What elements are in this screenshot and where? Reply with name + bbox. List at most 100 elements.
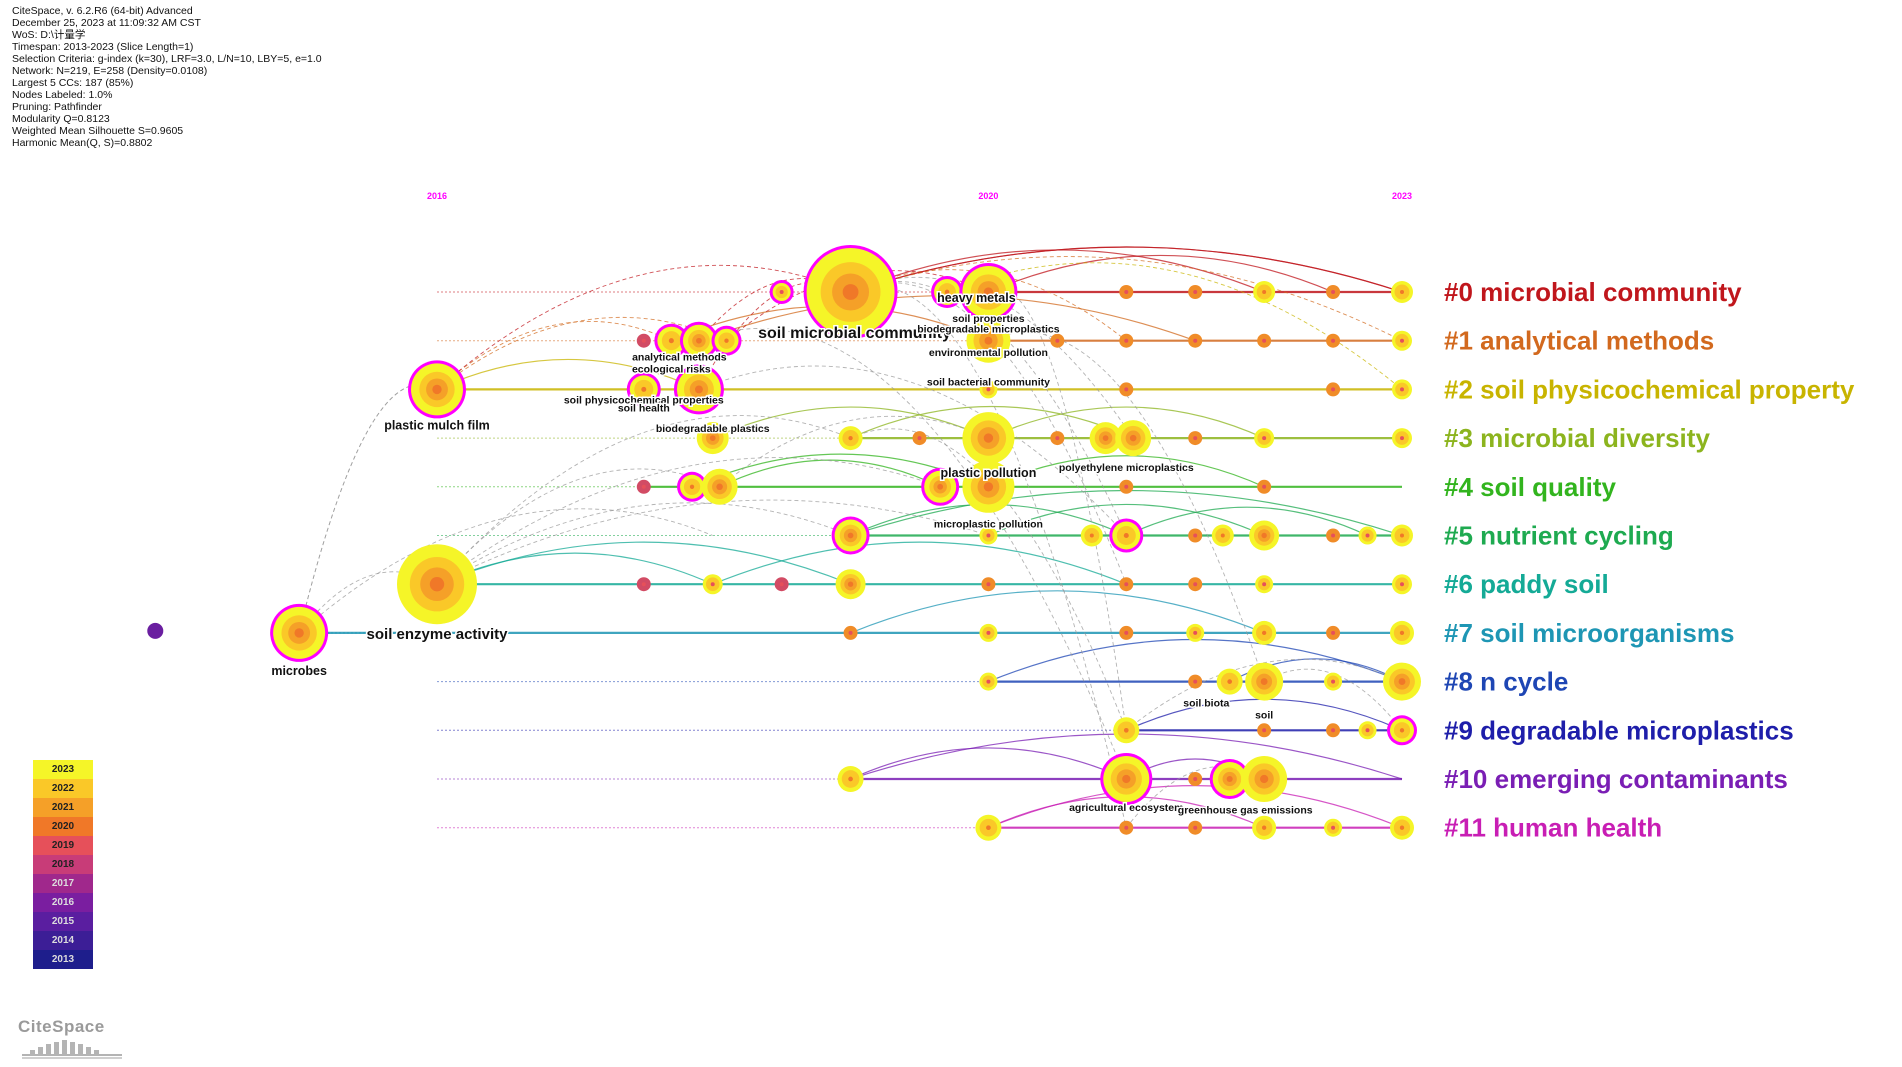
keyword-node[interactable] [1089, 422, 1122, 455]
keyword-node[interactable] [1188, 772, 1203, 786]
keyword-node[interactable] [959, 263, 1018, 321]
keyword-node[interactable] [962, 460, 1015, 513]
keyword-node[interactable] [1119, 382, 1134, 397]
keyword-node[interactable] [1188, 820, 1203, 835]
keyword-node[interactable] [1119, 577, 1134, 592]
keyword-node[interactable] [1391, 524, 1413, 547]
keyword-node[interactable] [1324, 672, 1343, 691]
keyword-node[interactable] [1119, 625, 1134, 640]
keyword-node[interactable] [1209, 759, 1250, 799]
keyword-node[interactable] [1326, 382, 1341, 397]
keyword-node[interactable] [1387, 715, 1417, 746]
keyword-node[interactable] [1358, 721, 1377, 740]
node-label: greenhouse gas emissions [1178, 805, 1313, 817]
keyword-node[interactable] [1188, 528, 1203, 543]
keyword-node[interactable] [1115, 420, 1152, 457]
keyword-node[interactable] [912, 431, 927, 446]
keyword-node[interactable] [1383, 662, 1421, 701]
keyword-node[interactable] [1324, 818, 1343, 837]
keyword-node[interactable] [979, 380, 998, 399]
keyword-node[interactable] [1326, 333, 1341, 348]
keyword-node[interactable] [1119, 479, 1134, 494]
keyword-node[interactable] [1050, 333, 1065, 348]
keyword-node[interactable] [803, 245, 898, 339]
keyword-node[interactable] [1392, 379, 1412, 400]
keyword-node[interactable] [979, 623, 998, 642]
keyword-node[interactable] [1188, 674, 1203, 689]
keyword-node[interactable] [1241, 756, 1288, 802]
keyword-node[interactable] [1080, 524, 1103, 547]
keyword-node[interactable] [701, 468, 738, 505]
keyword-node[interactable] [1188, 577, 1203, 592]
keyword-node[interactable] [1119, 285, 1134, 299]
keyword-node[interactable] [1249, 520, 1280, 551]
keyword-node[interactable] [1186, 623, 1205, 642]
keyword-node[interactable] [1257, 479, 1272, 494]
legend-year-swatch: 2021 [33, 798, 93, 817]
keyword-node[interactable] [1255, 575, 1274, 594]
keyword-node[interactable] [1119, 820, 1134, 835]
keyword-node[interactable] [1257, 333, 1272, 348]
keyword-node[interactable] [1326, 723, 1341, 738]
keyword-node[interactable] [1391, 281, 1413, 303]
keyword-node[interactable] [626, 372, 661, 407]
keyword-node[interactable] [774, 577, 789, 592]
keyword-node[interactable] [835, 569, 866, 600]
keyword-node[interactable] [979, 526, 998, 545]
keyword-node[interactable] [408, 360, 466, 419]
keyword-node[interactable] [1050, 431, 1065, 446]
keyword-node[interactable] [1326, 285, 1341, 299]
keyword-node[interactable] [1392, 428, 1412, 449]
keyword-node[interactable] [1257, 723, 1272, 738]
legend-year-swatch: 2020 [33, 817, 93, 836]
keyword-node[interactable] [711, 325, 742, 356]
node-label: heavy metals [937, 291, 1016, 305]
keyword-node[interactable] [1390, 815, 1414, 840]
keyword-node[interactable] [1188, 431, 1203, 446]
keyword-node[interactable] [1245, 662, 1284, 701]
keyword-node[interactable] [981, 577, 996, 592]
keyword-node[interactable] [769, 280, 794, 304]
keyword-node[interactable] [979, 672, 998, 691]
keyword-node[interactable] [673, 364, 724, 415]
keyword-node[interactable] [1119, 333, 1134, 348]
keyword-node[interactable] [1326, 528, 1341, 543]
keyword-node[interactable] [1252, 620, 1277, 645]
keyword-node[interactable] [975, 814, 1002, 841]
keyword-node[interactable] [1252, 815, 1277, 840]
keyword-node[interactable] [1113, 717, 1140, 744]
keyword-node[interactable] [397, 544, 477, 625]
keyword-node[interactable] [1392, 574, 1412, 595]
keyword-node[interactable] [843, 625, 858, 640]
keyword-node[interactable] [838, 426, 863, 451]
keyword-node[interactable] [636, 577, 651, 592]
keyword-node[interactable] [1326, 625, 1341, 640]
keyword-node[interactable] [1253, 281, 1276, 303]
keyword-node[interactable] [702, 574, 723, 595]
keyword-node[interactable] [1392, 330, 1412, 351]
keyword-node[interactable] [931, 276, 964, 308]
keyword-node[interactable] [1254, 428, 1275, 449]
keyword-node[interactable] [1100, 753, 1153, 805]
citation-arc [719, 415, 989, 488]
keyword-node[interactable] [1109, 518, 1144, 553]
keyword-node[interactable] [1188, 285, 1203, 299]
keyword-node[interactable] [1211, 524, 1234, 547]
keyword-node[interactable] [966, 318, 1011, 363]
keyword-node[interactable] [654, 323, 689, 358]
keyword-node[interactable] [1216, 668, 1243, 695]
keyword-node[interactable] [1358, 526, 1377, 545]
keyword-node[interactable] [1390, 620, 1414, 645]
keyword-node[interactable] [1188, 333, 1203, 348]
keyword-node[interactable] [962, 412, 1015, 465]
keyword-node[interactable] [636, 479, 651, 494]
keyword-node[interactable] [921, 467, 960, 506]
keyword-node[interactable] [837, 766, 864, 792]
keyword-node[interactable] [270, 603, 329, 662]
keyword-node[interactable] [677, 471, 708, 502]
keyword-node[interactable] [696, 422, 729, 455]
keyword-node[interactable] [679, 321, 718, 360]
keyword-node[interactable] [831, 516, 870, 555]
keyword-node[interactable] [636, 333, 651, 348]
origin-node[interactable] [147, 622, 164, 639]
